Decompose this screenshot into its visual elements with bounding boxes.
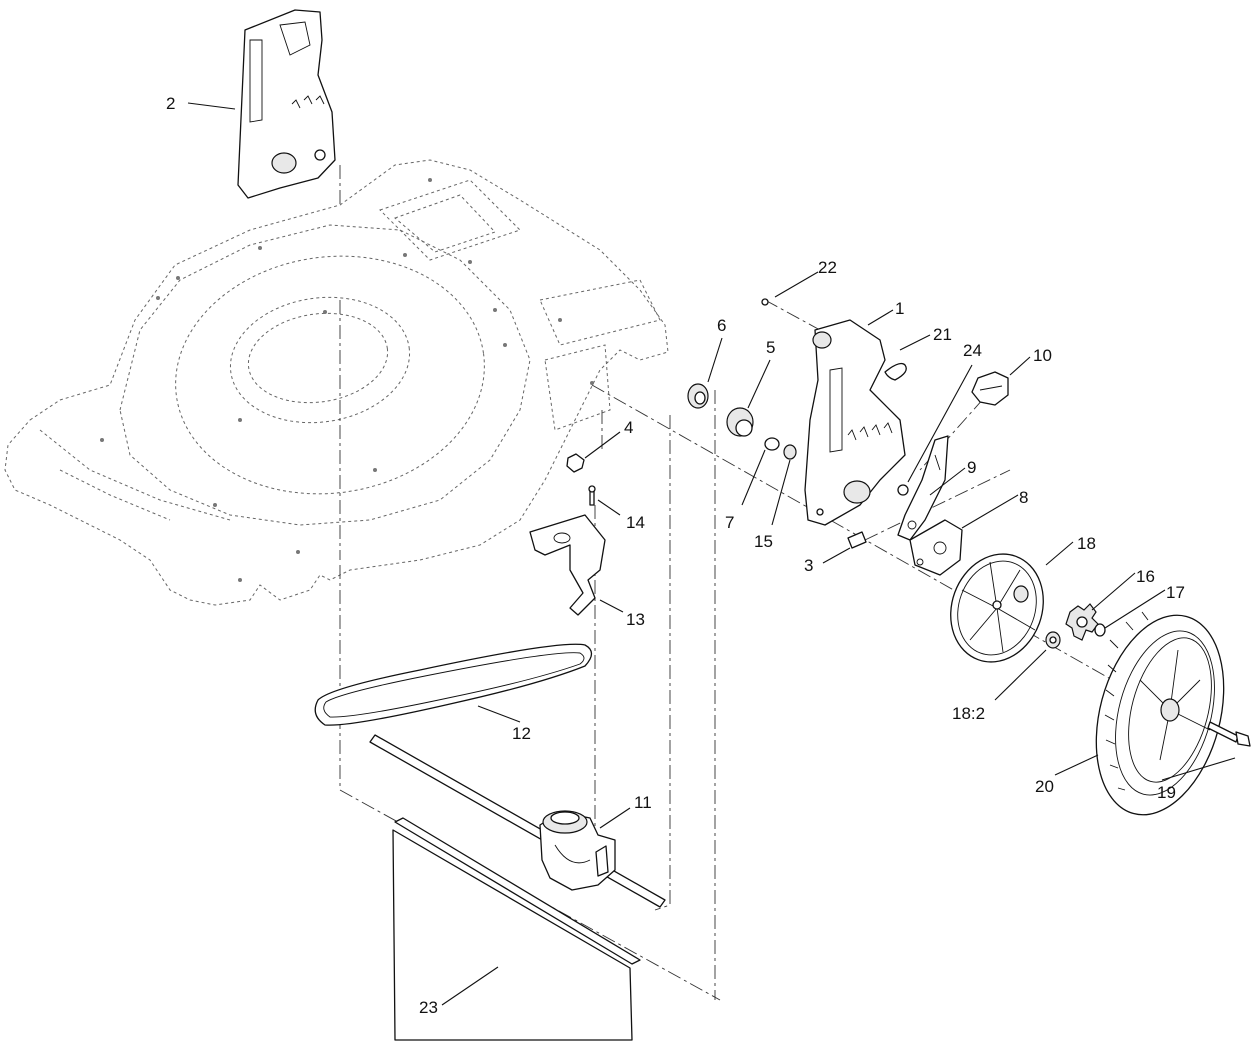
part-7-spacer xyxy=(764,437,780,451)
callout-23: 23 xyxy=(419,998,438,1017)
part-11-transmission xyxy=(539,810,616,891)
callout-1: 1 xyxy=(895,299,904,318)
callout-3: 3 xyxy=(804,556,813,575)
callout-5: 5 xyxy=(766,338,775,357)
part-12-drive-belt xyxy=(314,643,593,726)
callout-20: 20 xyxy=(1035,777,1054,796)
callout-21: 21 xyxy=(933,325,952,344)
callout-9: 9 xyxy=(967,458,976,477)
part-1-right-height-bracket xyxy=(804,319,906,526)
part-5-bearing xyxy=(726,407,754,437)
callout-18: 18 xyxy=(1077,534,1096,553)
callout-4: 4 xyxy=(624,418,633,437)
part-15-washer xyxy=(783,444,797,460)
callout-7: 7 xyxy=(725,513,734,532)
callout-16: 16 xyxy=(1136,567,1155,586)
callout-24: 24 xyxy=(963,341,982,360)
callout-18-2: 18:2 xyxy=(952,704,985,723)
callout-6: 6 xyxy=(717,316,726,335)
part-18-wheel-hub xyxy=(950,553,1044,663)
callout-12: 12 xyxy=(512,724,531,743)
callout-2: 2 xyxy=(166,94,175,113)
callout-10: 10 xyxy=(1033,346,1052,365)
callout-11: 11 xyxy=(634,793,652,812)
part-3-bolt xyxy=(847,531,867,549)
callout-8: 8 xyxy=(1019,488,1028,507)
part-18-2-washer xyxy=(1045,631,1061,649)
part-21-spring-clip xyxy=(884,362,907,381)
part-22-screw xyxy=(761,298,769,306)
deck-mounting-holes xyxy=(100,178,594,582)
callout-17: 17 xyxy=(1166,583,1185,602)
part-17-retaining-ring xyxy=(1094,623,1106,637)
callout-13: 13 xyxy=(626,610,645,629)
part-14-screw xyxy=(588,485,596,506)
callout-leaders xyxy=(187,102,1236,1006)
part-8-wheel-plate xyxy=(909,519,963,576)
callout-22: 22 xyxy=(818,258,837,277)
part-23-rear-flap xyxy=(392,817,641,1041)
callout-15: 15 xyxy=(754,532,773,551)
part-24-bolt xyxy=(897,484,909,496)
callout-labels: 2 22 1 21 24 10 6 5 4 7 15 3 9 8 14 13 1… xyxy=(166,94,1185,1017)
part-6-bushing xyxy=(687,383,709,409)
part-19-wheel-bolt xyxy=(1207,721,1251,747)
callout-19: 19 xyxy=(1157,783,1176,802)
part-13-belt-guard-bracket xyxy=(529,514,606,616)
part-2-left-height-bracket xyxy=(237,9,336,199)
mower-deck-outline xyxy=(4,159,669,606)
part-10-knob xyxy=(971,371,1009,406)
part-4-nut xyxy=(566,453,585,473)
callout-14: 14 xyxy=(626,513,645,532)
